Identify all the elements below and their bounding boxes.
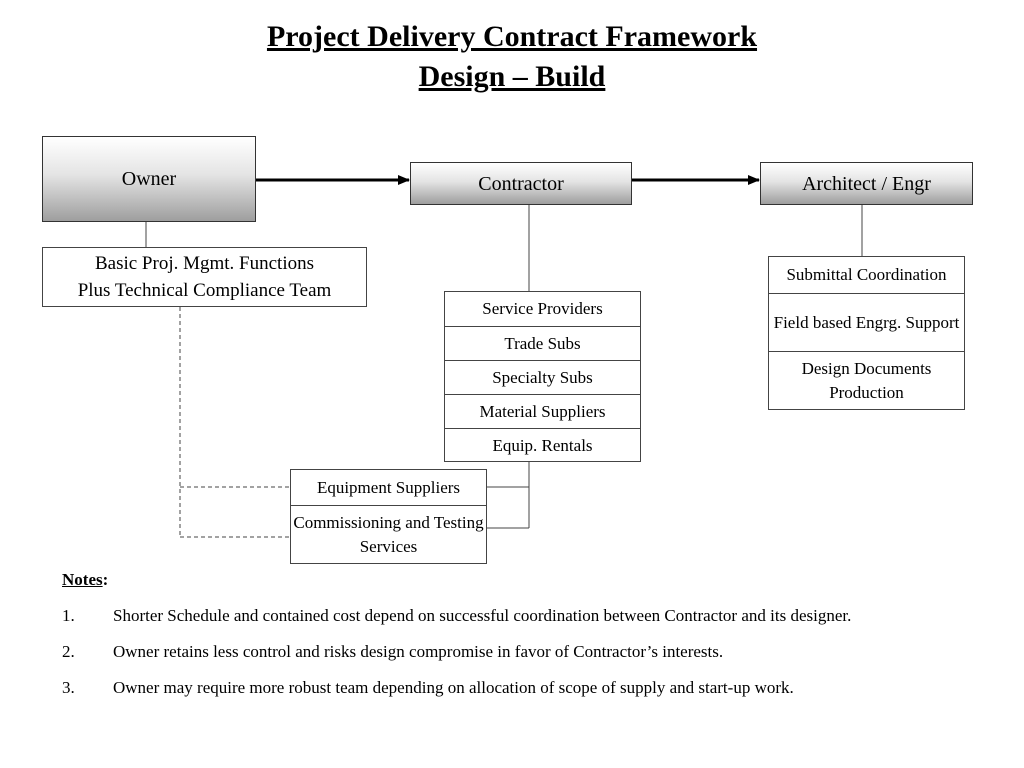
contractor-item-equip-rentals: Equip. Rentals [445,428,640,463]
notes-section: Notes: 1. Shorter Schedule and contained… [62,568,962,712]
note-text: Owner retains less control and risks des… [113,642,724,661]
note-item: 1. Shorter Schedule and contained cost d… [62,604,962,628]
note-number: 3. [62,678,75,697]
architect-box: Architect / Engr [760,162,973,205]
note-text: Owner may require more robust team depen… [113,678,794,697]
note-number: 2. [62,642,75,661]
note-item: 3. Owner may require more robust team de… [62,676,962,700]
note-item: 2. Owner retains less control and risks … [62,640,962,664]
basic-mgmt-line2: Plus Technical Compliance Team [77,280,332,301]
owner-label: Owner [121,168,177,190]
notes-heading-colon: : [102,570,109,589]
equipment-item-commissioning: Commissioning and Testing Services [291,505,486,563]
contractor-item-trade-subs: Trade Subs [445,326,640,360]
contractor-item-service-providers: Service Providers [482,299,603,318]
architect-item-field-engrg: Field based Engrg. Support [769,293,964,351]
architect-functions-list: Submittal Coordination Field based Engrg… [768,256,965,410]
notes-heading: Notes: [62,568,962,592]
basic-mgmt-box: Basic Proj. Mgmt. Functions Plus Technic… [42,247,367,307]
contractor-item-specialty-subs: Specialty Subs [445,360,640,394]
equipment-item-suppliers: Equipment Suppliers [316,477,461,497]
note-text: Shorter Schedule and contained cost depe… [113,606,852,625]
architect-label: Architect / Engr [802,172,931,195]
contractor-subs-list: Service Providers Trade Subs Specialty S… [444,291,641,462]
contractor-label: Contractor [478,172,564,195]
contractor-item-material-suppliers: Material Suppliers [445,394,640,428]
contractor-box: Contractor [410,162,632,205]
equipment-list: Equipment Suppliers Commissioning and Te… [290,469,487,564]
architect-item-submittal: Submittal Coordination [786,265,947,284]
diagram-subtitle: Design – Build [418,60,606,93]
diagram-title: Project Delivery Contract Framework [266,20,758,53]
notes-heading-text: Notes [62,570,103,589]
basic-mgmt-line1: Basic Proj. Mgmt. Functions [94,253,315,274]
architect-item-design-docs: Design Documents Production [769,351,964,409]
note-number: 1. [62,606,75,625]
owner-box: Owner [42,136,256,222]
